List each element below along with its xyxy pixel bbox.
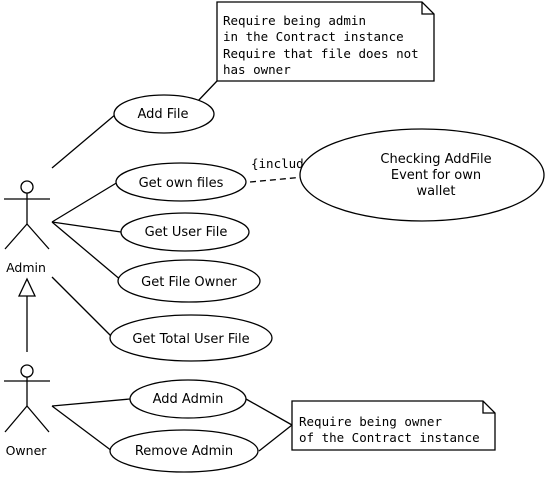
use-case-add-admin[interactable]: Add Admin (129, 379, 247, 419)
use-case-add-file[interactable]: Add File (113, 94, 215, 134)
note-line-4: has owner (223, 62, 291, 77)
use-case-get-own-files[interactable]: Get own files (115, 162, 247, 202)
generalization-arrow (17, 277, 37, 352)
use-case-label: Add Admin (153, 392, 224, 407)
actor-admin[interactable]: Admin (4, 180, 50, 275)
assoc-admin-get-user-file (51, 221, 122, 233)
note-link-remove-admin (258, 424, 293, 452)
note-link-add-file (196, 80, 218, 103)
use-case-label-line-3: wallet (417, 184, 456, 199)
note-link-add-admin (245, 398, 293, 426)
note-owner: Require being owner of the Contract inst… (291, 400, 496, 451)
use-case-get-user-file[interactable]: Get User File (120, 212, 250, 252)
stick-figure-icon (4, 364, 50, 433)
use-case-label: Remove Admin (135, 444, 233, 459)
use-case-label-line-1: Checking AddFile (380, 152, 491, 167)
note-line-1: Require being admin (223, 13, 366, 28)
use-case-get-total-user-file[interactable]: Get Total User File (109, 314, 273, 362)
association-lines (51, 80, 293, 452)
note-line-2: in the Contract instance (223, 29, 404, 44)
use-case-label: Add File (137, 107, 188, 122)
note-line-1: Require being owner (299, 414, 442, 429)
use-case-get-file-owner[interactable]: Get File Owner (117, 259, 261, 303)
use-case-label: Get File Owner (141, 275, 237, 290)
assoc-admin-get-total-user-file (51, 276, 114, 339)
actor-owner[interactable]: Owner (4, 364, 50, 458)
actor-label: Admin (6, 260, 46, 275)
assoc-admin-get-file-owner (51, 221, 123, 282)
note-add-file: Require being admin in the Contract inst… (216, 1, 435, 82)
use-case-checking-addfile[interactable]: Checking AddFile Event for own wallet (299, 128, 545, 222)
use-case-remove-admin[interactable]: Remove Admin (109, 429, 259, 473)
assoc-admin-add-file (51, 113, 117, 169)
note-line-3: Require that file does not (223, 46, 419, 61)
note-line-2: of the Contract instance (299, 430, 480, 445)
use-case-label: Get own files (139, 176, 224, 191)
use-case-label: Get Total User File (132, 332, 249, 347)
use-case-label: Get User File (145, 225, 228, 240)
assoc-owner-remove-admin (51, 405, 113, 452)
use-case-label-line-2: Event for own (391, 168, 481, 183)
actor-label: Owner (6, 443, 48, 458)
assoc-owner-add-admin (51, 398, 131, 407)
stick-figure-icon (4, 180, 50, 250)
assoc-admin-get-own-files (51, 181, 119, 223)
